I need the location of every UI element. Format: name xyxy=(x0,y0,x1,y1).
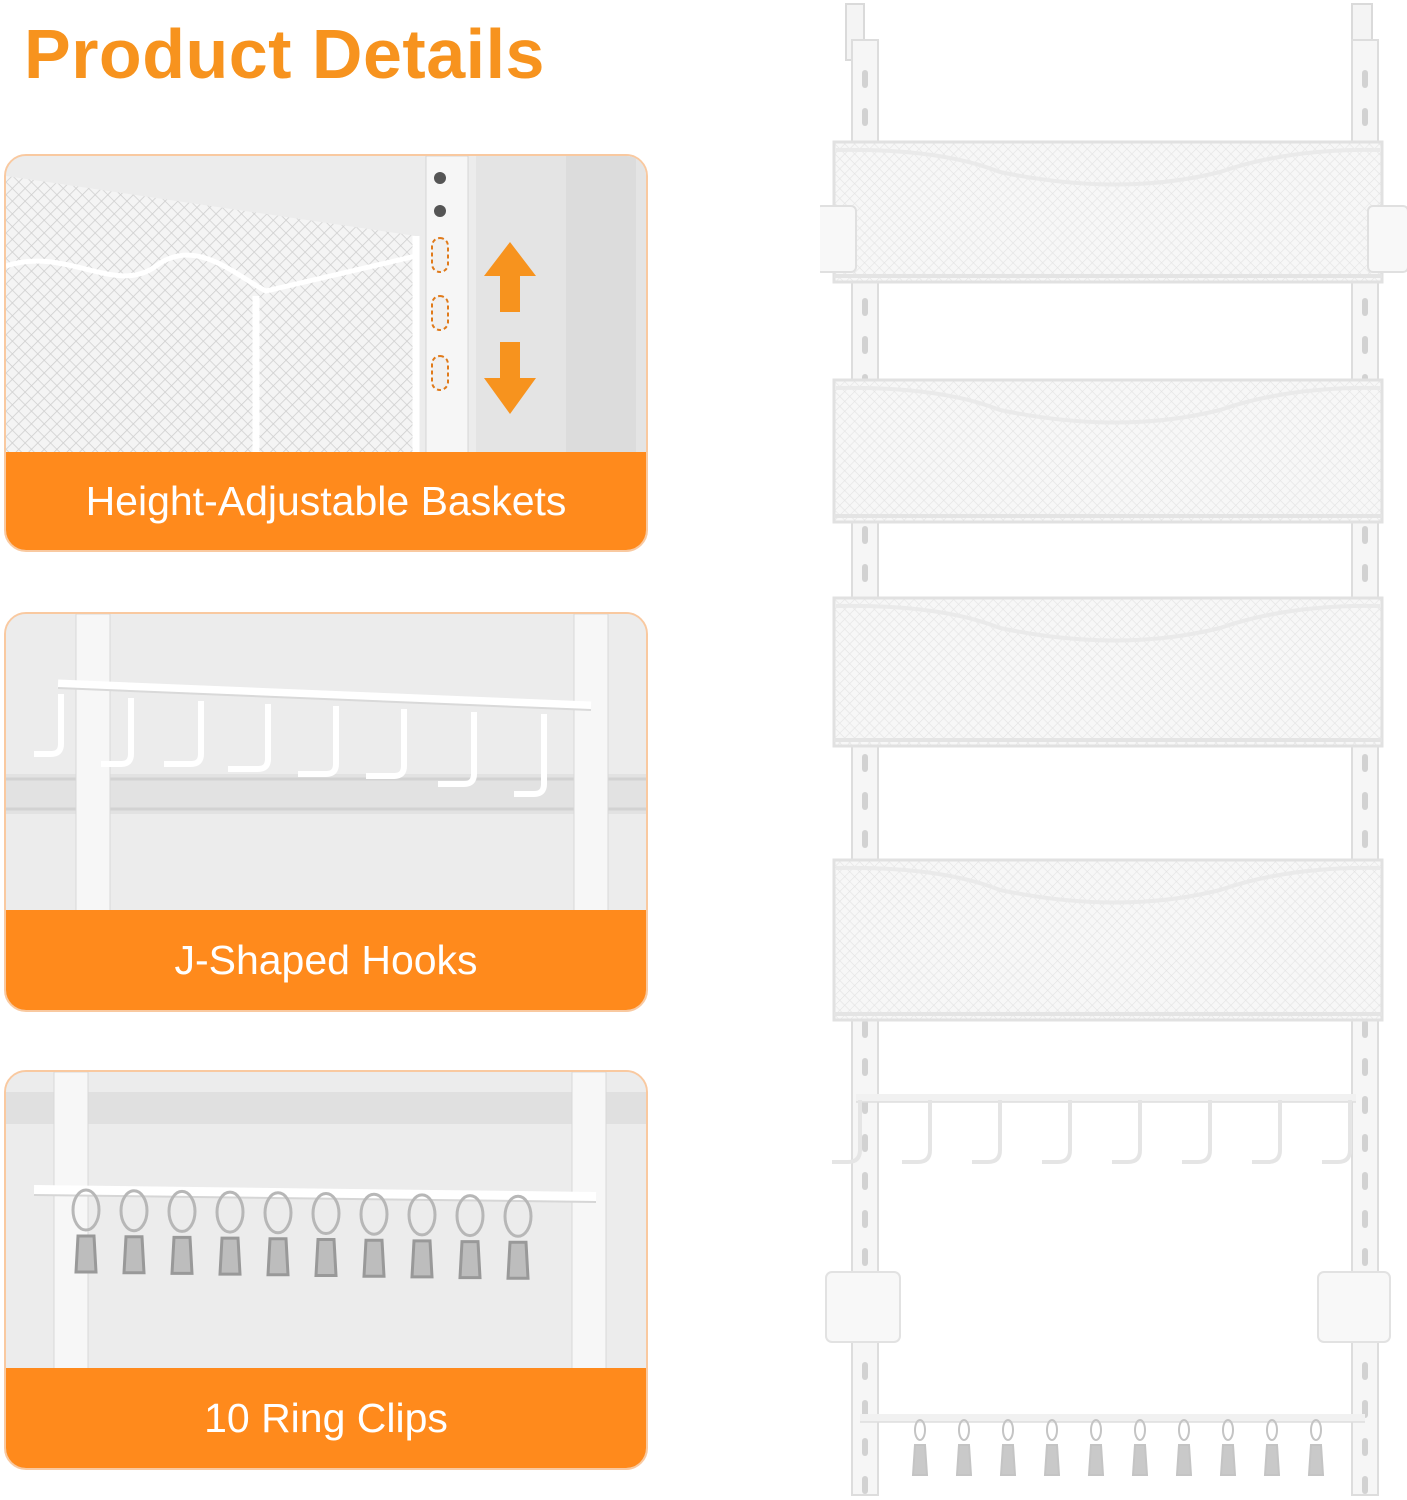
arrow-up-down-icon xyxy=(484,242,536,414)
ring-clip xyxy=(1266,1419,1278,1441)
feature-label: J-Shaped Hooks xyxy=(6,910,646,1010)
j-hook xyxy=(1042,1100,1072,1164)
ring-clip xyxy=(119,1189,149,1233)
j-hook xyxy=(902,1100,932,1164)
j-hook xyxy=(1112,1100,1142,1164)
mesh-basket xyxy=(832,596,1384,748)
ring-clip xyxy=(958,1419,970,1441)
ring-clip xyxy=(914,1419,926,1441)
ring-clip xyxy=(215,1190,245,1234)
j-hook xyxy=(1322,1100,1352,1164)
j-hook xyxy=(972,1100,1002,1164)
feature-card-clips: 10 Ring Clips xyxy=(4,1070,648,1470)
ring-clip xyxy=(407,1193,437,1237)
ring-clip xyxy=(1310,1419,1322,1441)
ring-clip xyxy=(1002,1419,1014,1441)
ring-clip xyxy=(1046,1419,1058,1441)
mesh-basket xyxy=(832,140,1384,284)
ring-clip xyxy=(1178,1419,1190,1441)
ring-clip xyxy=(167,1189,197,1233)
ring-clip xyxy=(503,1194,533,1238)
ring-clip xyxy=(1090,1419,1102,1441)
clips-closeup-image xyxy=(6,1072,646,1372)
ring-clip xyxy=(359,1192,389,1236)
page-title: Product Details xyxy=(24,15,545,93)
mesh-basket xyxy=(832,378,1384,524)
feature-card-hooks: J-Shaped Hooks xyxy=(4,612,648,1012)
j-hook xyxy=(1252,1100,1282,1164)
feature-label: Height-Adjustable Baskets xyxy=(6,452,646,550)
ring-clip xyxy=(263,1191,293,1235)
ring-clip xyxy=(71,1188,101,1232)
basket-closeup-image xyxy=(6,156,646,456)
ring-clip xyxy=(1134,1419,1146,1441)
mesh-basket xyxy=(832,858,1384,1022)
ring-clip xyxy=(311,1192,341,1235)
feature-label: 10 Ring Clips xyxy=(6,1368,646,1468)
ring-clip xyxy=(455,1194,485,1238)
feature-card-baskets: Height-Adjustable Baskets xyxy=(4,154,648,552)
j-hook xyxy=(832,1100,862,1164)
door-organizer-product-image xyxy=(820,3,1407,1496)
j-hook xyxy=(1182,1100,1212,1164)
hooks-closeup-image xyxy=(6,614,646,914)
ring-clip xyxy=(1222,1419,1234,1441)
